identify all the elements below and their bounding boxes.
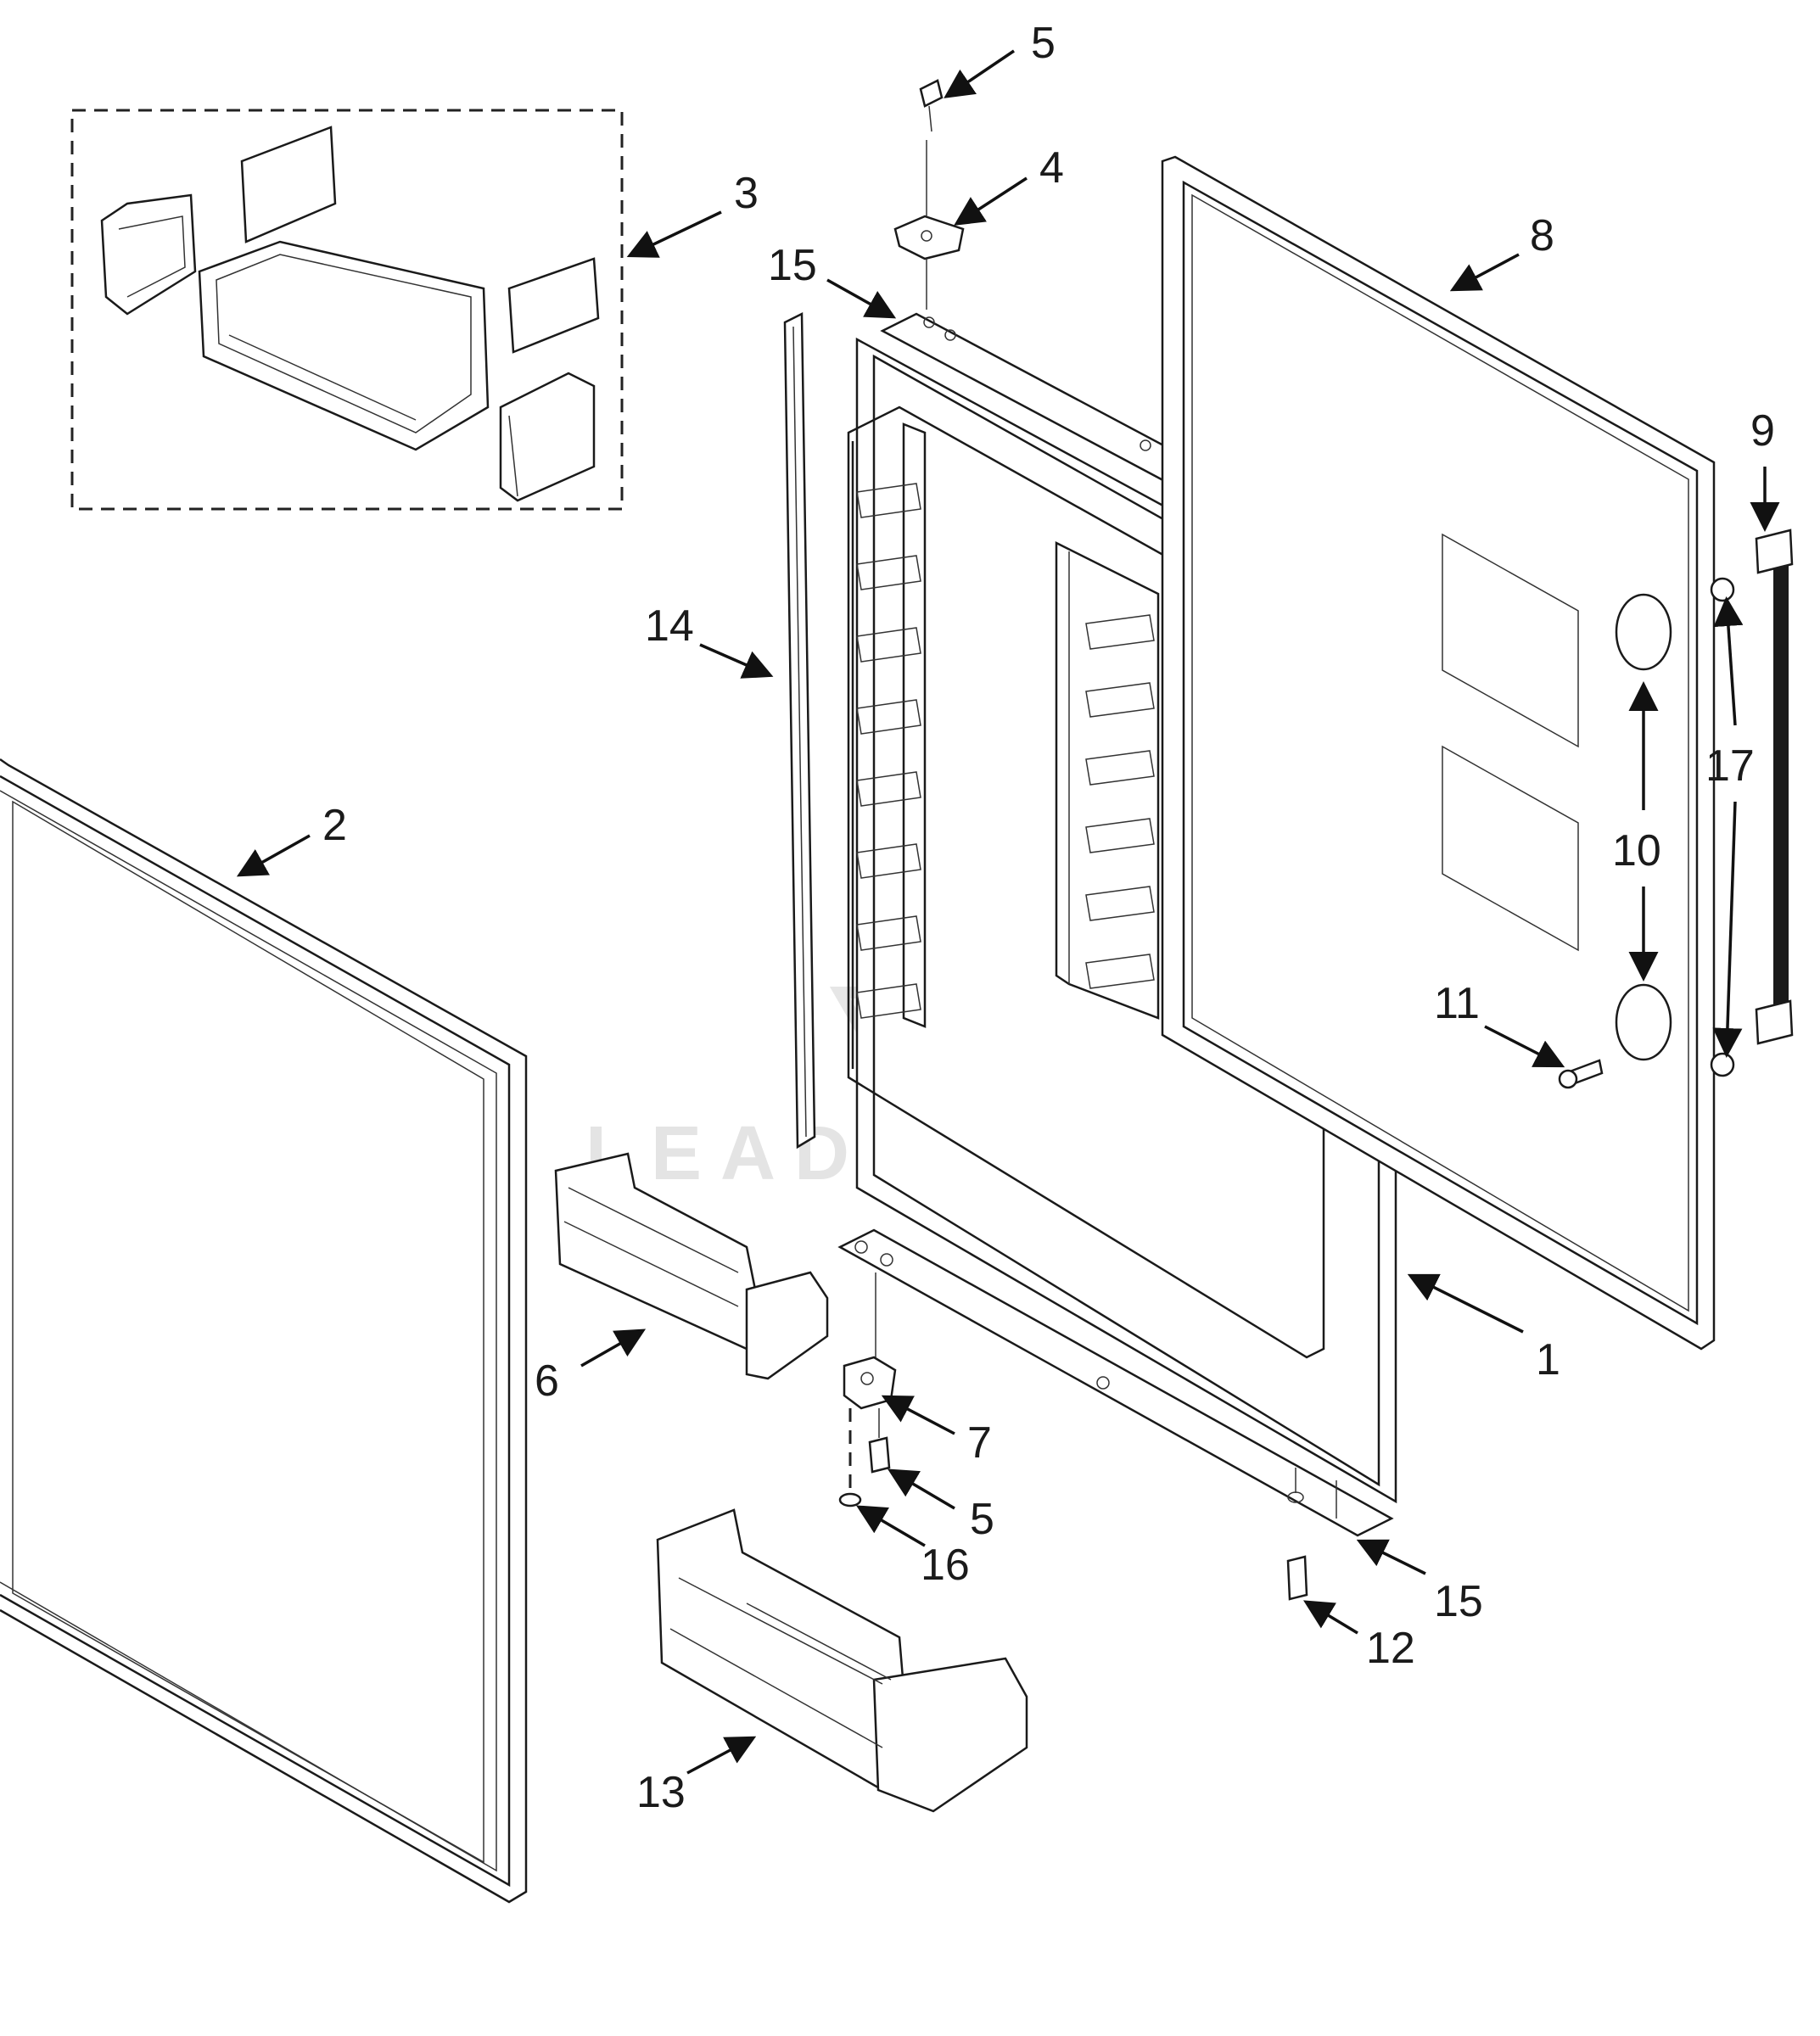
callout-8: 8 [1530, 211, 1554, 260]
callout-13: 13 [636, 1768, 686, 1817]
leader-4 [954, 176, 1028, 226]
leader-15-bottom [1356, 1539, 1426, 1575]
leader-13 [686, 1736, 757, 1775]
callout-7: 7 [967, 1418, 992, 1468]
leader-15-top [826, 278, 897, 319]
callout-15-top: 15 [768, 241, 817, 290]
part-11-screw [1558, 1059, 1604, 1089]
callout-4: 4 [1039, 143, 1064, 193]
part-13-lower-door-bin [656, 1508, 1028, 1813]
leader-17-up [1713, 596, 1744, 726]
part-8-outer-door-panel [1161, 155, 1716, 1351]
part-6-door-bin [554, 1152, 829, 1380]
callout-15-bottom: 15 [1434, 1577, 1483, 1626]
part-2-door-gasket [0, 758, 528, 1904]
part-7-lower-hinge [843, 1272, 897, 1410]
callout-12: 12 [1366, 1624, 1415, 1673]
callout-3: 3 [734, 169, 759, 218]
leader-5-bottom [887, 1468, 955, 1510]
leader-5-top [944, 49, 1015, 98]
callout-1: 1 [1536, 1335, 1560, 1384]
leader-12 [1303, 1600, 1358, 1635]
leader-7 [881, 1395, 955, 1435]
part-16-washer [838, 1408, 862, 1507]
kit-dashed-border [70, 109, 624, 511]
callout-labels: 5 4 3 15 8 9 14 2 17 10 11 1 6 7 5 16 15… [322, 19, 1775, 1817]
part-14-seal-strip [783, 311, 816, 1149]
part-15-bottom-strip [837, 1228, 1394, 1537]
left-rail-clips [856, 483, 921, 1019]
part-4-top-hinge [893, 140, 965, 310]
handle-mount-pad-lower [1615, 983, 1672, 1061]
callout-5-bottom: 5 [970, 1495, 994, 1544]
leader-14 [699, 643, 774, 679]
part-5-bottom-screw [868, 1408, 891, 1474]
leader-lines [236, 49, 1780, 1775]
callout-17: 17 [1705, 741, 1755, 791]
handle-mount-pad-upper [1615, 593, 1672, 671]
callout-2: 2 [322, 801, 347, 850]
callout-14: 14 [645, 601, 694, 651]
callout-5-top: 5 [1031, 19, 1056, 68]
leader-2 [236, 834, 311, 877]
center-rail-clips [1085, 614, 1155, 989]
handle-bar [1773, 534, 1789, 1035]
leader-3 [626, 210, 722, 258]
part-9-handle [1755, 529, 1794, 1045]
callout-11: 11 [1434, 979, 1480, 1028]
callout-10: 10 [1612, 826, 1661, 875]
leader-16 [855, 1505, 926, 1547]
callout-9: 9 [1750, 406, 1775, 456]
callout-16: 16 [921, 1541, 970, 1590]
leader-6 [580, 1328, 647, 1368]
part-12-screw [1286, 1468, 1337, 1601]
part-3-bin-assembly [70, 109, 624, 511]
leader-17-down [1712, 801, 1743, 1058]
leader-1 [1407, 1273, 1524, 1334]
part-17-handle-studs [1710, 577, 1735, 1077]
leader-11 [1484, 1025, 1565, 1068]
callout-6: 6 [535, 1356, 559, 1406]
part-5-top-screw [919, 79, 944, 132]
leader-8 [1449, 253, 1520, 292]
